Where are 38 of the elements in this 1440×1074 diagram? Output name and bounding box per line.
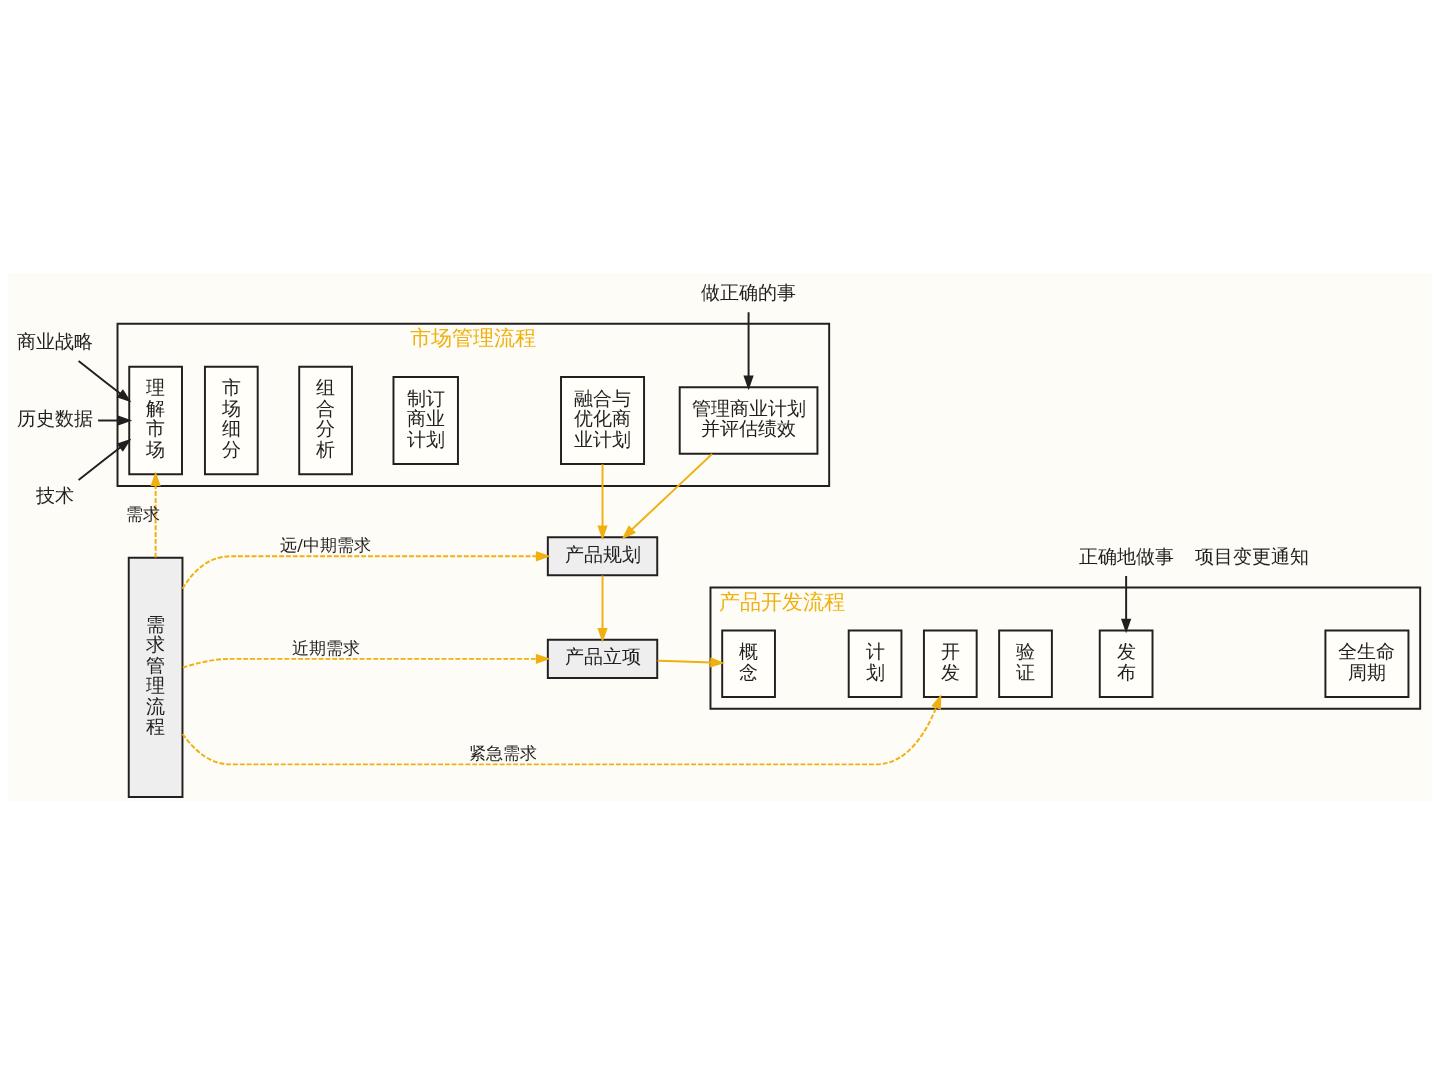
arrow xyxy=(621,453,714,540)
node-text: 做正确的事 xyxy=(701,282,797,304)
node-box: 市场细分 xyxy=(203,365,259,476)
node-box: 融合与优化商业计划 xyxy=(560,376,646,465)
node-box: 管理商业计划并评估绩效 xyxy=(678,386,819,455)
edge-label: 远/中期需求 xyxy=(280,536,371,556)
node-box: 计划 xyxy=(847,629,903,698)
node-box: 组合分析 xyxy=(298,365,353,476)
arrow xyxy=(656,657,725,668)
node-box: 全生命周期 xyxy=(1324,629,1410,698)
edge-label: 近期需求 xyxy=(291,638,360,658)
arrow xyxy=(97,415,133,426)
node-box: 需求管理流程 xyxy=(127,556,184,799)
arrow xyxy=(597,574,608,643)
node-box: 概念 xyxy=(721,629,776,698)
node-text: 历史数据 xyxy=(16,408,93,430)
arrow xyxy=(181,653,551,669)
label: 项目变更通知 xyxy=(1194,545,1309,567)
node-box: 理解市场 xyxy=(128,365,183,476)
node-text: 正确地做事 xyxy=(1078,545,1174,567)
arrow xyxy=(181,694,942,766)
arrow xyxy=(77,438,132,481)
arrow xyxy=(597,463,608,541)
edge-label: 需求 xyxy=(126,505,161,524)
arrow xyxy=(181,551,551,590)
node-box: 开发 xyxy=(922,629,978,698)
arrow xyxy=(150,471,161,559)
node-box: 产品立项 xyxy=(546,638,659,679)
node-box: 发布 xyxy=(1098,629,1154,698)
node-box: 产品规划 xyxy=(546,536,659,577)
arrow xyxy=(743,311,754,391)
edge-label: 紧急需求 xyxy=(468,744,537,764)
node-text: 商业战略 xyxy=(16,330,93,352)
arrow xyxy=(77,360,132,403)
node-box: 制订商业计划 xyxy=(392,376,459,465)
arrow xyxy=(1121,575,1132,634)
node-text: 技术 xyxy=(35,485,74,507)
node-box: 验证 xyxy=(998,629,1053,698)
